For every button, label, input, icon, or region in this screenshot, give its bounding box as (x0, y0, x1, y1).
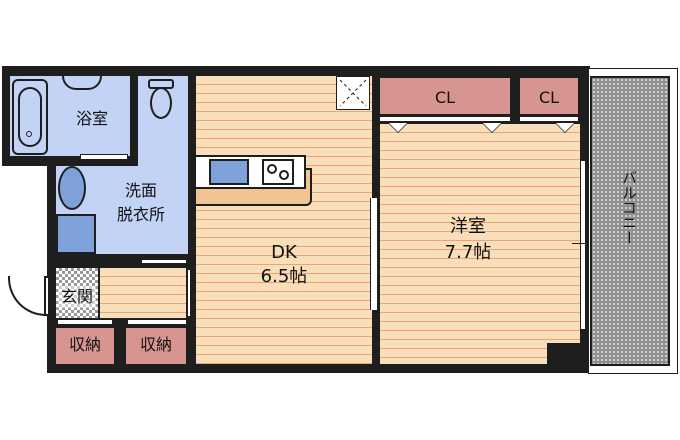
storage-right (124, 326, 188, 366)
storage-right-door[interactable] (126, 318, 188, 326)
hallway-sliding-door[interactable] (186, 268, 192, 318)
closet-small-label: CL (538, 88, 560, 107)
wash-basin-icon[interactable] (58, 166, 86, 210)
kitchen-sink-icon[interactable] (209, 159, 249, 185)
bath-door[interactable] (80, 154, 128, 160)
western-size: 7.7帖 (444, 242, 492, 263)
closet-large-label: CL (434, 88, 456, 107)
washroom-label-line1: 洗面 (124, 181, 157, 200)
balcony (590, 76, 670, 366)
western-corner-column (547, 343, 582, 365)
washroom-sliding-door[interactable] (140, 258, 188, 265)
balcony-label: バルコニー (620, 170, 638, 245)
front-door-leaf (44, 276, 50, 316)
washing-machine-icon (56, 214, 96, 254)
entrance-label: 玄関 (58, 286, 96, 308)
storage-left-door[interactable] (56, 318, 114, 326)
washroom-divider-wall (130, 66, 138, 166)
western-room (380, 124, 580, 364)
front-door[interactable] (8, 276, 46, 316)
dk-label: DK (271, 242, 297, 263)
closet-door-marker (483, 123, 501, 132)
closet-large-door[interactable] (378, 115, 512, 123)
storage-right-label: 収納 (139, 335, 172, 354)
washroom-label-line2: 脱衣所 (116, 205, 165, 224)
closet-small-door[interactable] (518, 115, 580, 123)
closet-door-marker (389, 123, 407, 132)
balcony-window[interactable] (580, 160, 586, 330)
ventilation-icon (336, 76, 370, 110)
dk-room (196, 76, 372, 364)
dk-size: 6.5帖 (260, 266, 308, 287)
storage-left-label: 収納 (68, 335, 101, 354)
stove-icon[interactable] (262, 159, 294, 185)
closet-large (378, 76, 512, 116)
bath-label: 浴室 (75, 109, 108, 128)
closet-door-marker (556, 123, 574, 132)
bathtub-icon (12, 79, 48, 155)
dk-western-sliding-door[interactable] (370, 198, 378, 310)
western-label: 洋室 (450, 216, 486, 237)
window-tick (572, 243, 596, 244)
toilet-icon[interactable] (148, 79, 176, 119)
hallway (100, 268, 186, 318)
storage-left (54, 326, 116, 366)
